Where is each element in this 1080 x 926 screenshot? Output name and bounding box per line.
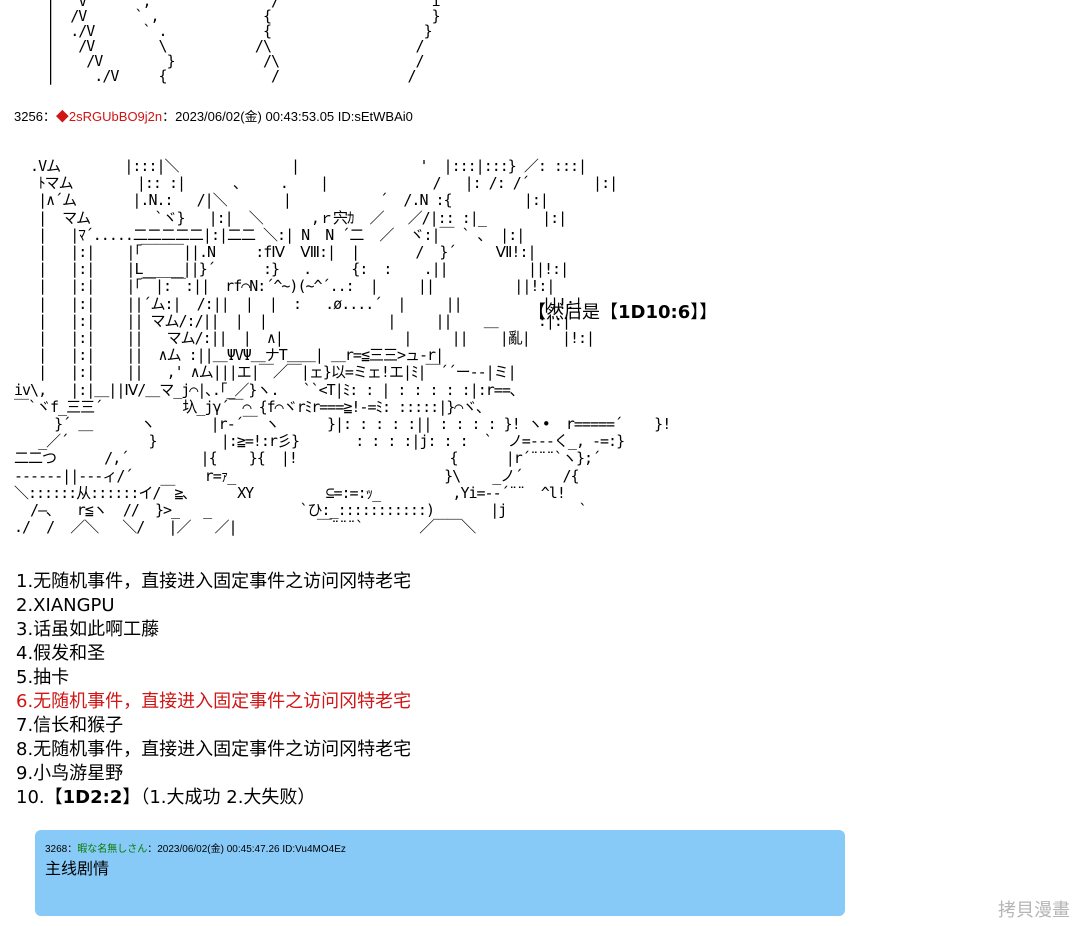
event-options-list: 1.无随机事件，直接进入固定事件之访问冈特老宅 2.XIANGPU 3.话虽如此… [16,570,411,810]
dice-result-open: 【然后是【 [528,302,618,323]
reply-meta: ：2023/06/02(金) 00:45:47.26 ID:Vu4MO4Ez [147,844,346,855]
option-item-10: 10.【1D2:2】（1.大成功 2.大失败） [16,786,411,810]
option-item-selected: 6.无随机事件，直接进入固定事件之访问冈特老宅 [16,691,412,712]
option-10-suffix: 】（1.大成功 2.大失败） [122,787,316,808]
ascii-art-top: | V , / i | /V ` , { } | ./V ` . { } | /… [46,0,441,85]
reply-body: 主线剧情 [45,859,110,878]
reply-number: 3268： [45,844,78,855]
option-item: 7.信长和猴子 [16,715,124,736]
option-10-prefix: 10.【 [16,787,63,808]
option-item: 1.无随机事件，直接进入固定事件之访问冈特老宅 [16,571,412,592]
reply-post: 3268：暇な名無しさん：2023/06/02(金) 00:45:47.26 I… [35,830,845,916]
post-number: 3256： [14,109,56,124]
ascii-art-main: .Vム |:::|＼ | ' |:::|:::} ／: :::| ﾄマム |::… [14,157,671,537]
option-item: 2.XIANGPU [16,595,115,616]
post-header: 3256：◆2sRGUbBO9j2n：2023/06/02(金) 00:43:5… [14,106,413,125]
reply-name[interactable]: 暇な名無しさん [77,844,148,855]
option-item: 9.小鸟游星野 [16,763,124,784]
trip-name[interactable]: ◆2sRGUbBO9j2n [55,109,163,124]
option-item: 4.假发和圣 [16,643,106,664]
option-item: 5.抽卡 [16,667,70,688]
watermark: 拷貝漫畫 [998,900,1070,921]
option-10-roll: 1D2:2 [62,787,123,808]
dice-result-label: 【然后是【1D10:6】】 [528,298,717,324]
option-item: 3.话虽如此啊工藤 [16,619,160,640]
post-meta: ：2023/06/02(金) 00:43:53.05 ID:sEtWBAi0 [162,109,413,124]
dice-result-roll: 1D10:6 [618,302,691,323]
dice-result-close: 】】 [690,302,718,323]
reply-header: 3268：暇な名無しさん：2023/06/02(金) 00:45:47.26 I… [45,840,346,855]
option-item: 8.无随机事件，直接进入固定事件之访问冈特老宅 [16,739,412,760]
